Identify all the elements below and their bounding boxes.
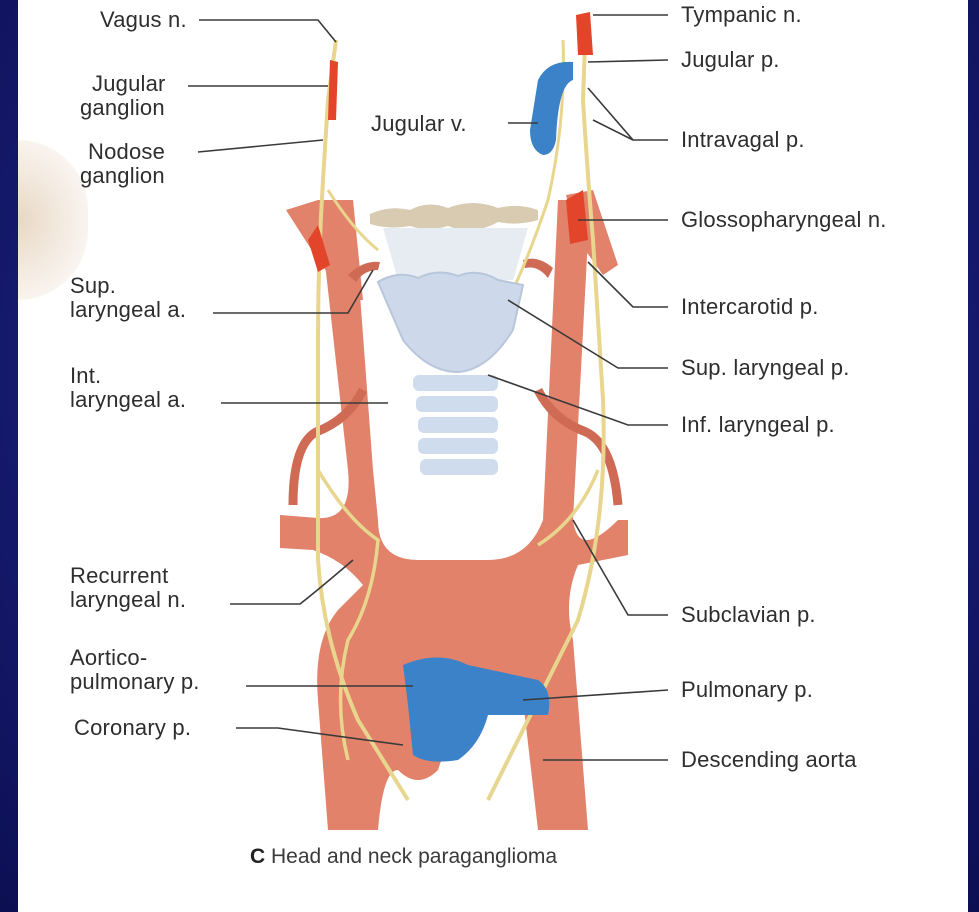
label-jugular-ganglion: Jugular ganglion bbox=[80, 72, 166, 120]
hyoid-bone bbox=[370, 203, 538, 230]
label-nodose-ganglion-line2: ganglion bbox=[80, 164, 165, 188]
jugular-vein bbox=[530, 62, 573, 155]
label-aorticopulmonary-p: Aortico- pulmonary p. bbox=[70, 646, 200, 694]
jugular-paraganglion-top bbox=[576, 12, 593, 55]
label-jugular-ganglion-line2: ganglion bbox=[80, 96, 166, 120]
label-nodose-ganglion-line1: Nodose bbox=[80, 140, 165, 164]
label-coronary-p: Coronary p. bbox=[74, 716, 191, 740]
label-jugular-ganglion-line1: Jugular bbox=[80, 72, 166, 96]
label-descending-aorta: Descending aorta bbox=[681, 748, 857, 772]
label-intravagal-p: Intravagal p. bbox=[681, 128, 805, 152]
label-sup-laryngeal-a: Sup. laryngeal a. bbox=[70, 274, 186, 322]
right-sup-laryngeal-artery bbox=[523, 259, 553, 278]
trachea-rings bbox=[413, 375, 498, 475]
thyroid-cartilage bbox=[378, 272, 523, 372]
label-aorticopulmonary-p-line2: pulmonary p. bbox=[70, 670, 200, 694]
label-int-laryngeal-a-line2: laryngeal a. bbox=[70, 388, 186, 412]
figure-caption: C Head and neck paraganglioma bbox=[250, 845, 557, 869]
label-glossopharyngeal-n: Glossopharyngeal n. bbox=[681, 208, 887, 232]
label-aorticopulmonary-p-line1: Aortico- bbox=[70, 646, 200, 670]
label-nodose-ganglion: Nodose ganglion bbox=[80, 140, 165, 188]
anatomy-illustration bbox=[18, 0, 968, 912]
label-tympanic-n: Tympanic n. bbox=[681, 3, 802, 27]
label-int-laryngeal-a: Int. laryngeal a. bbox=[70, 364, 186, 412]
label-sup-laryngeal-a-line2: laryngeal a. bbox=[70, 298, 186, 322]
caption-letter: C bbox=[250, 845, 265, 868]
label-intercarotid-p: Intercarotid p. bbox=[681, 295, 819, 319]
label-pulmonary-p: Pulmonary p. bbox=[681, 678, 813, 702]
label-recurrent-laryngeal-n-line1: Recurrent bbox=[70, 564, 186, 588]
label-int-laryngeal-a-line1: Int. bbox=[70, 364, 186, 388]
jugular-ganglion-red bbox=[328, 60, 338, 120]
label-jugular-p: Jugular p. bbox=[681, 48, 780, 72]
label-recurrent-laryngeal-n: Recurrent laryngeal n. bbox=[70, 564, 186, 612]
label-sup-laryngeal-p: Sup. laryngeal p. bbox=[681, 356, 850, 380]
thyrohyoid-membrane bbox=[383, 228, 528, 280]
label-inf-laryngeal-p: Inf. laryngeal p. bbox=[681, 413, 835, 437]
caption-text: Head and neck paraganglioma bbox=[271, 845, 557, 868]
figure-panel: Vagus n. Jugular ganglion Nodose ganglio… bbox=[18, 0, 968, 912]
label-sup-laryngeal-a-line1: Sup. bbox=[70, 274, 186, 298]
label-recurrent-laryngeal-n-line2: laryngeal n. bbox=[70, 588, 186, 612]
label-subclavian-p: Subclavian p. bbox=[681, 603, 816, 627]
label-vagus-n: Vagus n. bbox=[100, 8, 187, 32]
label-jugular-v: Jugular v. bbox=[371, 112, 467, 136]
